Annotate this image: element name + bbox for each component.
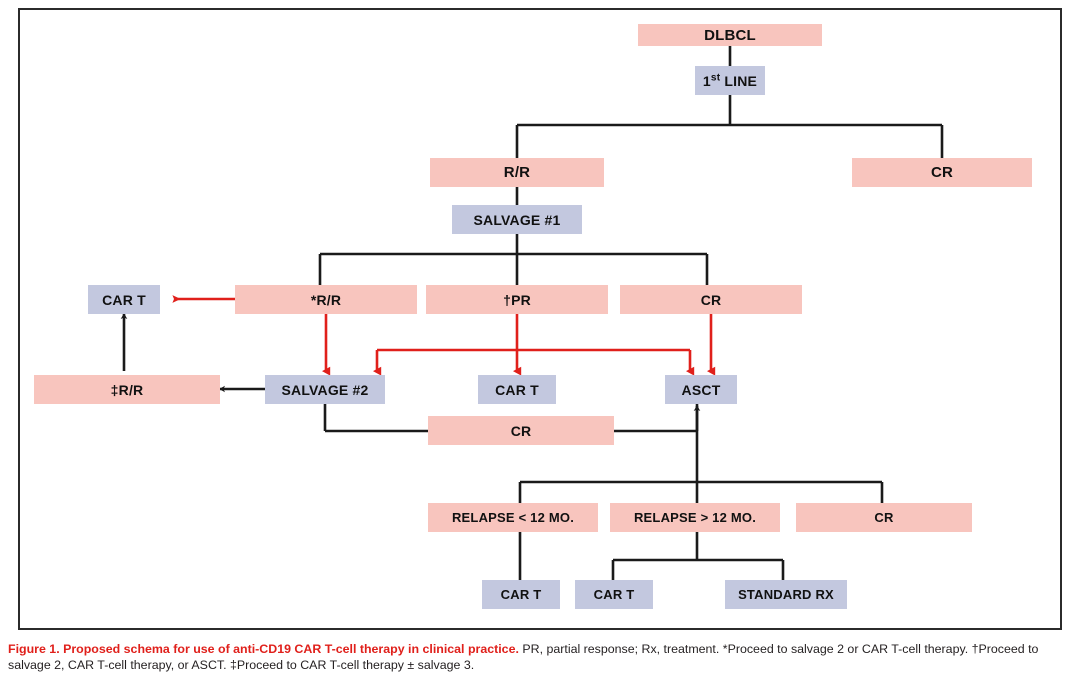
- node-rr-star[interactable]: *R/R: [235, 285, 417, 314]
- diagram-panel: DLBCL 1st LINE R/R CR SALVAGE #1 CAR T *…: [18, 8, 1062, 630]
- node-cr-post-salvage-2[interactable]: CR: [428, 416, 614, 445]
- node-relapse-lt-12-mo[interactable]: RELAPSE < 12 MO.: [428, 503, 598, 532]
- node-rr-star-label: *R/R: [310, 291, 342, 308]
- node-car-t-left[interactable]: CAR T: [88, 285, 160, 314]
- node-dlbcl[interactable]: DLBCL: [638, 24, 822, 46]
- node-rr-double-dagger-label: ‡R/R: [110, 381, 144, 398]
- figure-caption: Figure 1. Proposed schema for use of ant…: [8, 642, 1072, 673]
- node-relapse-gt-12-mo[interactable]: RELAPSE > 12 MO.: [610, 503, 780, 532]
- node-asct[interactable]: ASCT: [665, 375, 737, 404]
- node-first-line[interactable]: 1st LINE: [695, 66, 765, 95]
- node-standard-rx[interactable]: STANDARD RX: [725, 580, 847, 609]
- node-cr-level2[interactable]: CR: [852, 158, 1032, 187]
- node-salvage-2[interactable]: SALVAGE #2: [265, 375, 385, 404]
- node-rr-level2[interactable]: R/R: [430, 158, 604, 187]
- ordinal-suffix: st: [710, 71, 721, 83]
- node-first-line-label: 1st LINE: [702, 71, 758, 89]
- node-car-t-mid[interactable]: CAR T: [478, 375, 556, 404]
- caption-rest: PR, partial response; Rx, treatment. *Pr…: [8, 642, 1039, 672]
- node-pr-dagger[interactable]: †PR: [426, 285, 608, 314]
- connector-lines-layer: [120, 46, 944, 580]
- node-rr-double-dagger[interactable]: ‡R/R: [34, 375, 220, 404]
- node-pr-dagger-label: †PR: [503, 291, 531, 308]
- node-car-t-relapse-lt-12[interactable]: CAR T: [482, 580, 560, 609]
- node-salvage-1[interactable]: SALVAGE #1: [452, 205, 582, 234]
- red-connectors: [172, 295, 716, 376]
- node-cr-level3[interactable]: CR: [620, 285, 802, 314]
- caption-lead: Figure 1. Proposed schema for use of ant…: [8, 642, 519, 656]
- node-cr-post-asct[interactable]: CR: [796, 503, 972, 532]
- node-car-t-relapse-gt-12[interactable]: CAR T: [575, 580, 653, 609]
